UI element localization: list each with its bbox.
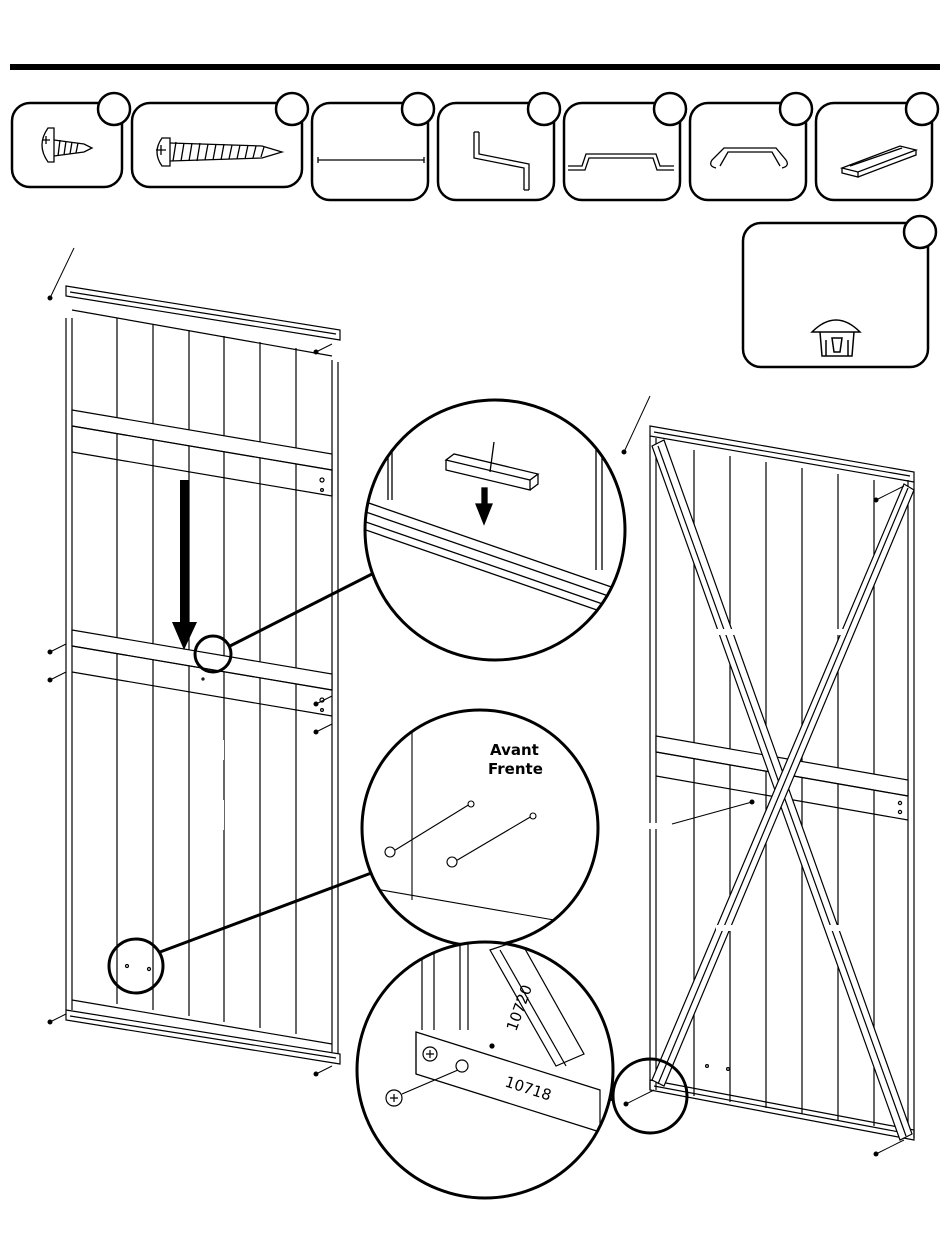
detail-a-spacer bbox=[360, 400, 625, 660]
parts-row bbox=[12, 93, 938, 367]
part-box-extra bbox=[743, 216, 936, 367]
left-wall-panel bbox=[66, 286, 340, 1064]
part-box-7 bbox=[816, 93, 938, 200]
part-box-2 bbox=[132, 93, 308, 187]
detail-b-holes: Avant Frente bbox=[362, 710, 600, 946]
dash-marks bbox=[186, 740, 222, 860]
front-label-fr: Avant bbox=[490, 741, 539, 759]
part-box-1 bbox=[12, 93, 130, 187]
part-box-6 bbox=[690, 93, 812, 200]
top-rule bbox=[10, 64, 940, 70]
part-box-3 bbox=[312, 93, 434, 200]
down-arrow-icon bbox=[172, 480, 197, 650]
part-box-5 bbox=[564, 93, 686, 200]
front-label-es: Frente bbox=[488, 760, 543, 778]
part-box-4 bbox=[438, 93, 560, 200]
detail-c-corner: 10720 10718 bbox=[357, 940, 613, 1198]
